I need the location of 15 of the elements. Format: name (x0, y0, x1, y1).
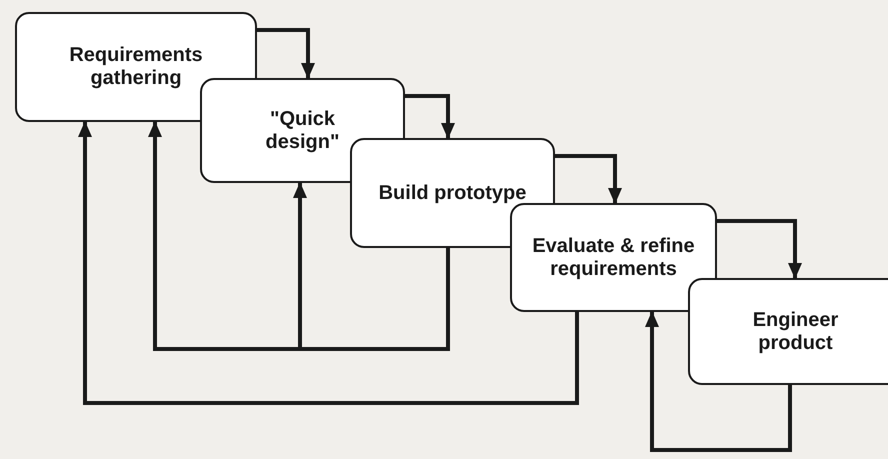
process-box (15, 12, 257, 122)
arrow (645, 311, 792, 452)
box-label: Evaluate & refine requirements (531, 234, 696, 280)
box-label: "Quick design" (264, 108, 340, 154)
box-label: Engineer product (752, 308, 840, 354)
process-box (688, 278, 888, 385)
arrow (405, 94, 455, 139)
arrow (717, 219, 802, 279)
arrow (78, 121, 579, 405)
arrow (293, 182, 450, 351)
box-label: Requirements gathering (68, 44, 204, 90)
arrow (257, 28, 315, 79)
box-label: Build prototype (378, 182, 526, 204)
arrow (555, 154, 622, 204)
process-box (510, 203, 717, 312)
